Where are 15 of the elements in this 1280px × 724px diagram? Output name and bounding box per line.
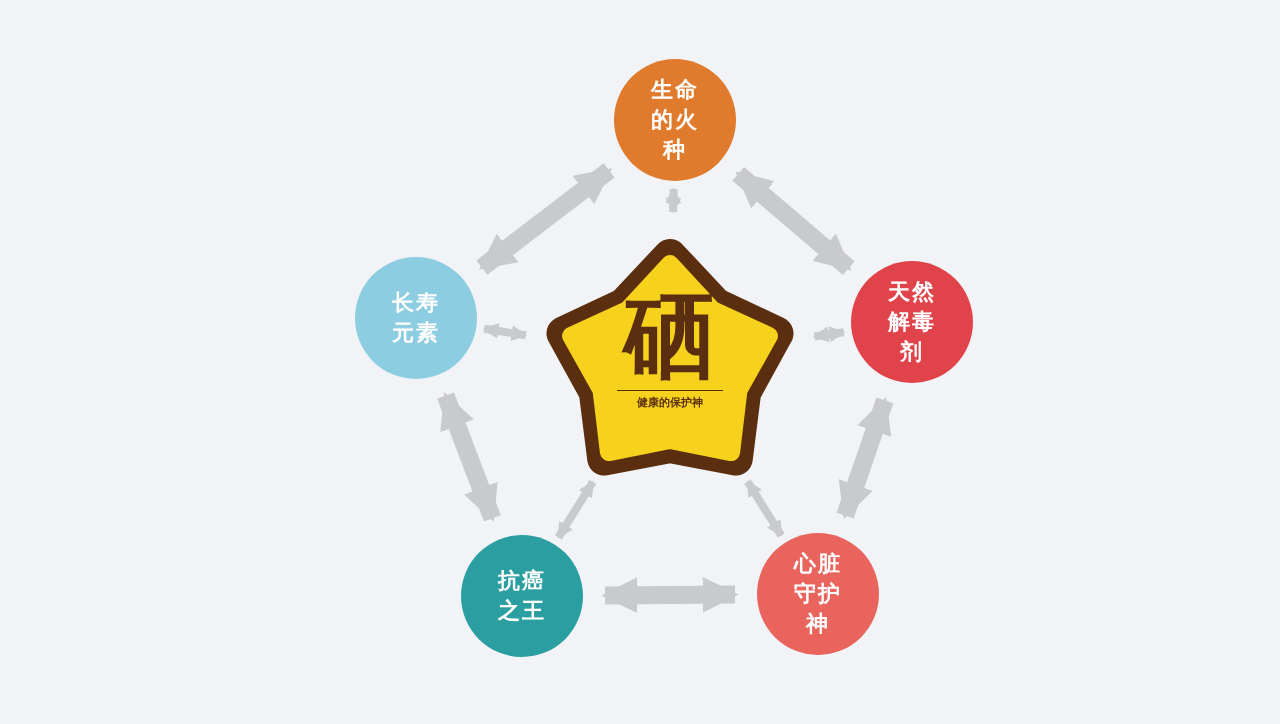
double-arrow — [665, 187, 682, 214]
circle-label: 天然解毒剂 — [886, 278, 938, 366]
circle-label: 长寿元素 — [390, 289, 442, 347]
circle-label: 生命的火种 — [649, 76, 701, 164]
double-arrow — [437, 392, 501, 522]
double-arrow — [476, 163, 615, 275]
subtitle: 健康的保护神 — [637, 395, 703, 411]
double-arrow — [555, 479, 597, 540]
double-arrow — [812, 326, 846, 343]
circle-label: 抗癌之王 — [496, 567, 548, 625]
double-arrow — [601, 576, 739, 614]
double-arrow — [732, 166, 855, 276]
double-arrow — [744, 479, 785, 538]
double-arrow — [482, 323, 528, 341]
circle-label: 心脏守护神 — [792, 550, 844, 638]
